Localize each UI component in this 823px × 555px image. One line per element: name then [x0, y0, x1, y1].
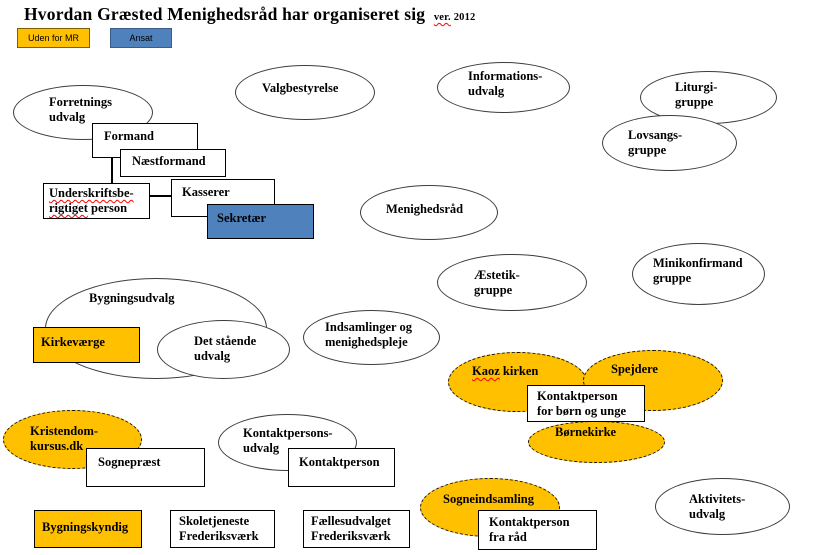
- node-kirkevaerge: Kirkeværge: [33, 327, 140, 363]
- node-faellesudvalget: Fællesudvalget Frederiksværk: [303, 510, 410, 548]
- node-sognepraest: Sognepræst: [86, 448, 205, 487]
- node-label: Bygningskyndig: [42, 520, 129, 534]
- kirken-word: kirken: [499, 364, 539, 378]
- node-label: Sognepræst: [98, 455, 161, 469]
- node-label: Underskriftsbe-rigtiget person: [49, 186, 134, 216]
- node-underskriftsberigtiget: Underskriftsbe-rigtiget person: [43, 183, 150, 219]
- node-bygningskyndig: Bygningskyndig: [34, 510, 142, 548]
- node-label: Kirkeværge: [41, 335, 105, 349]
- node-label: Kasserer: [182, 185, 230, 199]
- node-label: Sogneindsamling: [443, 492, 535, 506]
- node-label: Sekretær: [217, 211, 267, 225]
- legend-uden-for-mr-label: Uden for MR: [27, 33, 80, 43]
- node-label: Det stående udvalg: [194, 334, 257, 363]
- node-minikonfirmand: Minikonfirmand gruppe: [632, 243, 765, 305]
- node-skoletjeneste: Skoletjeneste Frederiksværk: [170, 510, 275, 548]
- node-label: Kontaktperson fra råd: [489, 515, 570, 544]
- page-title: Hvordan Græsted Menighedsråd har organis…: [24, 4, 476, 25]
- node-kaoz-kirken: Kaoz kirken: [448, 352, 587, 412]
- node-boernekirke: Børnekirke: [528, 421, 665, 463]
- node-label: Valgbestyrelse: [262, 81, 339, 95]
- kaoz-word: Kaoz: [472, 364, 500, 378]
- node-label: Liturgi- gruppe: [675, 80, 718, 109]
- node-informationsudvalg: Informations- udvalg: [437, 62, 570, 113]
- connector-horizontal: [150, 195, 172, 197]
- title-version: ver. 2012: [434, 12, 476, 23]
- node-label: Skoletjeneste Frederiksværk: [179, 514, 259, 543]
- node-label: Formand: [104, 129, 154, 143]
- underskrift-line2a: rigtiget: [49, 200, 88, 215]
- node-det-staaende-udvalg: Det stående udvalg: [157, 320, 290, 379]
- node-aestetikgruppe: Æstetik- gruppe: [437, 254, 587, 311]
- node-label: Kontaktperson: [299, 455, 380, 469]
- node-sekretaer: Sekretær: [207, 204, 314, 239]
- node-label: Børnekirke: [555, 425, 617, 439]
- node-label: Fællesudvalget Frederiksværk: [311, 514, 391, 543]
- node-label: Spejdere: [611, 362, 658, 376]
- node-label: Minikonfirmand gruppe: [653, 256, 743, 285]
- legend-ansat-label: Ansat: [129, 33, 153, 43]
- legend-uden-for-mr: Uden for MR: [17, 28, 90, 48]
- node-label: Kontaktperson for børn og unge: [537, 389, 627, 418]
- node-aktivitetsudvalg: Aktivitets- udvalg: [655, 478, 790, 535]
- node-label: Forretnings udvalg: [49, 95, 112, 124]
- node-label: Aktivitets- udvalg: [689, 492, 746, 521]
- node-label: Lovsangs- gruppe: [628, 128, 683, 157]
- node-label: Kristendom- kursus.dk: [30, 424, 99, 453]
- node-label: Menighedsråd: [386, 202, 464, 216]
- node-label: Kontaktpersons- udvalg: [243, 426, 333, 455]
- node-label: Informations- udvalg: [468, 69, 543, 98]
- title-version-word: ver.: [433, 12, 451, 23]
- connector-vertical: [111, 158, 113, 184]
- node-valgbestyrelse: Valgbestyrelse: [235, 65, 375, 120]
- node-kontaktperson-fra-raad: Kontaktperson fra råd: [478, 510, 597, 550]
- node-menighedsraad: Menighedsråd: [360, 185, 498, 240]
- node-label: Næstformand: [132, 154, 206, 168]
- node-label: Kaoz kirken: [472, 364, 538, 379]
- node-forretningsudvalg: Forretnings udvalg: [13, 85, 153, 140]
- node-indsamlinger: Indsamlinger og menighedspleje: [303, 310, 440, 365]
- node-label: Bygningsudvalg: [89, 291, 175, 305]
- node-kontaktperson: Kontaktperson: [288, 448, 395, 487]
- underskrift-line1: Underskriftsbe-: [49, 186, 134, 200]
- node-lovsangsgruppe: Lovsangs- gruppe: [602, 115, 737, 171]
- node-naestformand: Næstformand: [120, 149, 226, 177]
- title-version-year: 2012: [453, 12, 476, 23]
- title-text: Hvordan Græsted Menighedsråd har organis…: [24, 4, 426, 24]
- legend-ansat: Ansat: [110, 28, 172, 48]
- node-label: Indsamlinger og menighedspleje: [325, 320, 412, 349]
- underskrift-line2b: person: [87, 200, 128, 215]
- node-label: Æstetik- gruppe: [474, 268, 520, 297]
- node-kontaktperson-boern-unge: Kontaktperson for børn og unge: [527, 385, 645, 422]
